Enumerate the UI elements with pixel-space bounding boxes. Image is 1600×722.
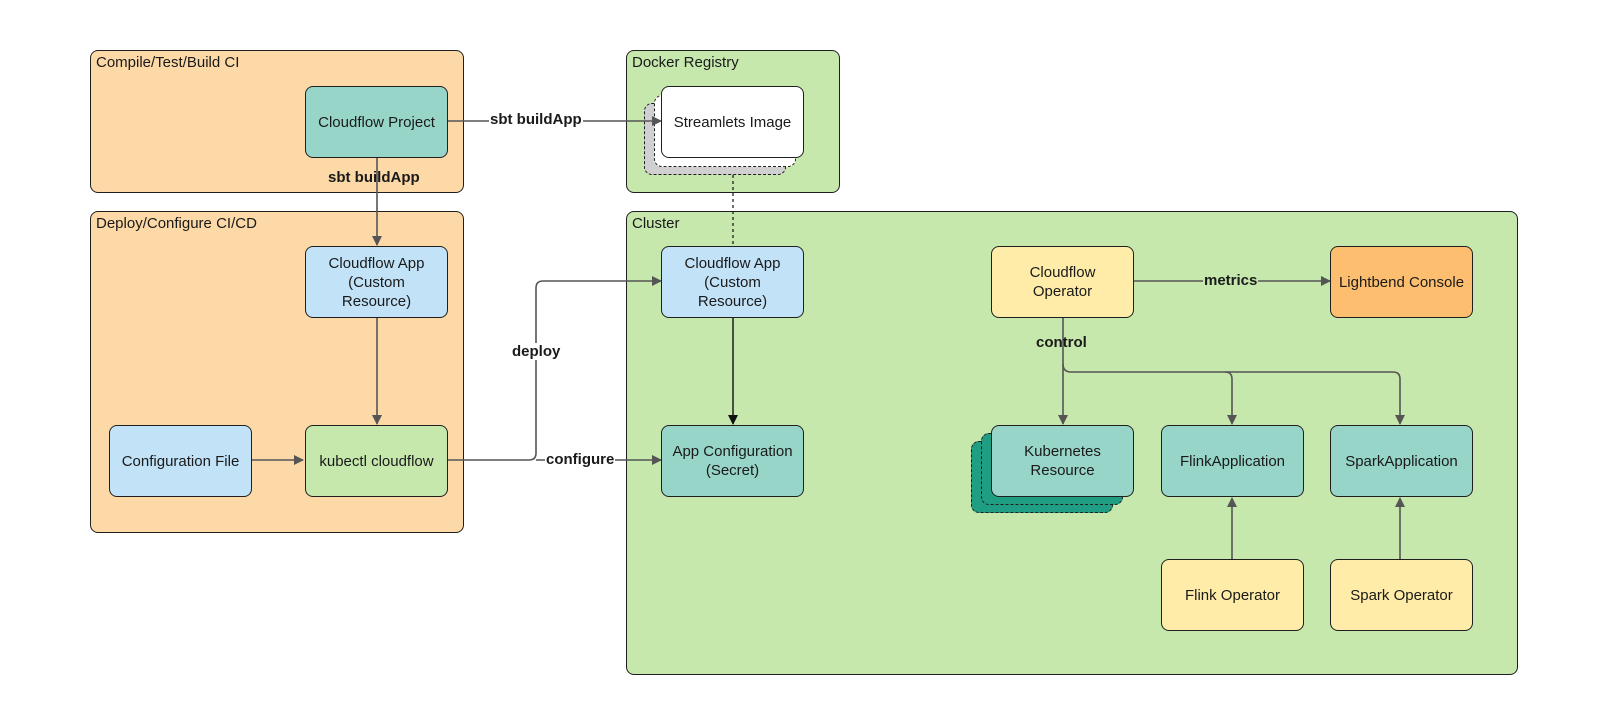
docker-registry-group-title: Docker Registry <box>632 54 739 71</box>
build-ci-group-title: Compile/Test/Build CI <box>96 54 240 71</box>
lightbend-console-node: Lightbend Console <box>1330 246 1473 318</box>
edge-label-configure: configure <box>545 451 616 468</box>
edge-label-sbt-buildapp-down: sbt buildApp <box>328 169 420 186</box>
edge-control-to-spark <box>1225 371 1405 425</box>
spark-application-node: SparkApplication <box>1330 425 1473 497</box>
spark-operator-node: Spark Operator <box>1330 559 1473 631</box>
kubectl-cloudflow-node: kubectl cloudflow <box>305 425 448 497</box>
cloudflow-operator-node: Cloudflow Operator <box>991 246 1134 318</box>
flink-application-node: FlinkApplication <box>1161 425 1304 497</box>
edge-control-to-flink <box>1062 363 1237 425</box>
deploy-ci-group-title: Deploy/Configure CI/CD <box>96 215 257 232</box>
cloudflow-project-node: Cloudflow Project <box>305 86 448 158</box>
app-configuration-node: App Configuration (Secret) <box>661 425 804 497</box>
edge-kubectl-deploy <box>448 276 662 461</box>
edge-label-control: control <box>1036 334 1087 351</box>
configuration-file-node: Configuration File <box>109 425 252 497</box>
edge-label-metrics: metrics <box>1203 272 1259 289</box>
cluster-group-title: Cluster <box>632 215 680 232</box>
cloudflow-app-ci-node: Cloudflow App (Custom Resource) <box>305 246 448 318</box>
streamlets-image-node: Streamlets Image <box>661 86 804 158</box>
cloudflow-app-cluster-node: Cloudflow App (Custom Resource) <box>661 246 804 318</box>
kubernetes-resource-node: Kubernetes Resource <box>991 425 1134 497</box>
edge-label-sbt-buildapp-right: sbt buildApp <box>489 111 583 128</box>
edge-label-deploy: deploy <box>511 343 562 360</box>
flink-operator-node: Flink Operator <box>1161 559 1304 631</box>
